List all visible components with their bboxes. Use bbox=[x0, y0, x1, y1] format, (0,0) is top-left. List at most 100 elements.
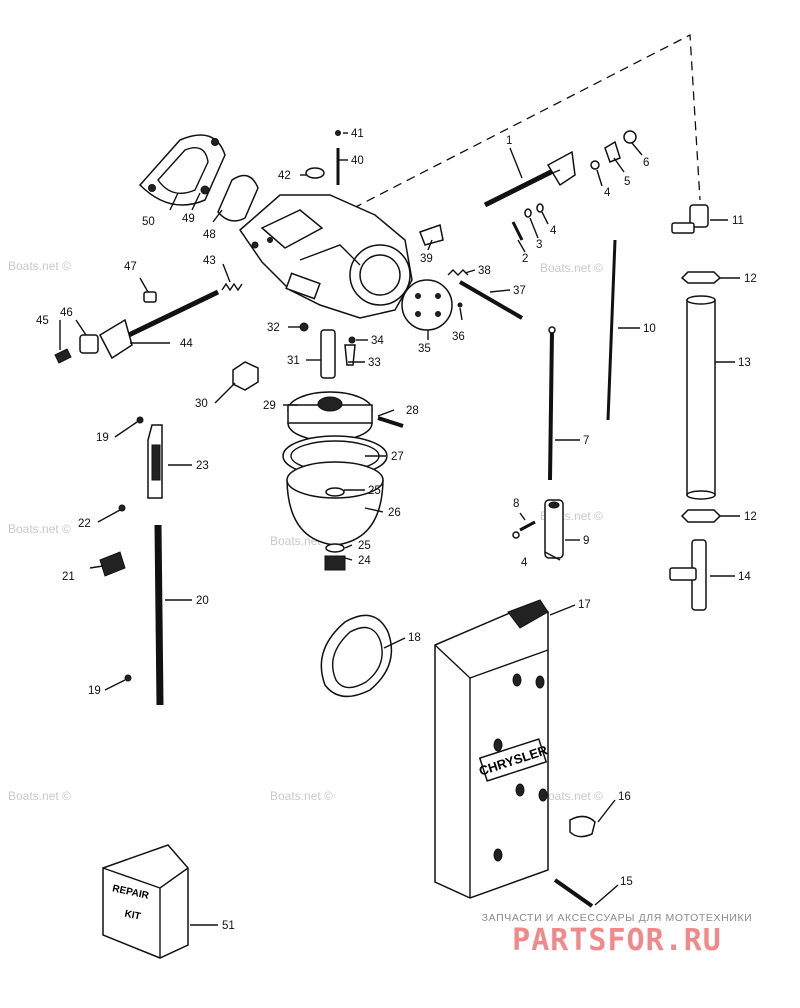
callout-25: 25 bbox=[368, 485, 381, 497]
watermark: Boats.net © bbox=[8, 789, 71, 803]
plate-48 bbox=[217, 174, 259, 222]
elbow-fitting-11 bbox=[671, 204, 709, 234]
callout-9: 9 bbox=[583, 535, 589, 547]
bushing-5 bbox=[604, 140, 621, 163]
callout-20: 20 bbox=[196, 595, 209, 607]
plug-42 bbox=[305, 167, 325, 179]
callout-24: 24 bbox=[358, 555, 371, 567]
callout-8: 8 bbox=[513, 498, 519, 510]
callout-12: 12 bbox=[744, 511, 757, 523]
spring-43 bbox=[221, 282, 243, 292]
callout-2: 2 bbox=[522, 253, 528, 265]
callout-25: 25 bbox=[358, 540, 371, 552]
callout-4: 4 bbox=[550, 225, 557, 237]
screw-37 bbox=[458, 280, 524, 320]
gasket-50 bbox=[138, 134, 226, 206]
watermark: Boats.net © bbox=[8, 522, 71, 536]
callout-11: 11 bbox=[732, 215, 744, 227]
callout-10: 10 bbox=[643, 323, 656, 335]
screw-36 bbox=[457, 302, 463, 308]
tee-fitting-14 bbox=[669, 539, 707, 611]
rod-7 bbox=[548, 329, 554, 481]
callout-39: 39 bbox=[420, 253, 433, 265]
clip-19b bbox=[124, 674, 132, 682]
float-29 bbox=[287, 391, 373, 442]
spring-38 bbox=[447, 269, 469, 276]
callout-27: 27 bbox=[391, 451, 404, 463]
watermark: Boats.net © bbox=[8, 259, 71, 273]
watermarks: Boats.net © Boats.net © Boats.net © Boat… bbox=[8, 259, 603, 803]
washer-25 bbox=[325, 487, 345, 497]
washer-41 bbox=[335, 130, 341, 136]
screw-32 bbox=[299, 322, 309, 332]
callout-15: 15 bbox=[620, 876, 633, 888]
screw-6 bbox=[623, 130, 637, 144]
callout-49: 49 bbox=[182, 213, 195, 225]
watermark: Boats.net © bbox=[540, 789, 603, 803]
callout-12: 12 bbox=[744, 273, 757, 285]
callout-26: 26 bbox=[388, 507, 401, 519]
partsfor-logo: PARTSFOR.RU bbox=[512, 923, 722, 958]
pin-8 bbox=[519, 520, 536, 532]
callout-38: 38 bbox=[478, 265, 491, 277]
callout-33: 33 bbox=[368, 357, 381, 369]
bushing-46 bbox=[79, 334, 99, 354]
callout-51: 51 bbox=[222, 920, 235, 932]
clamp-12b bbox=[680, 509, 722, 523]
cover-35 bbox=[401, 279, 453, 331]
clip-47 bbox=[143, 291, 157, 303]
washer-4c bbox=[512, 531, 520, 539]
watermark: Boats.net © bbox=[270, 789, 333, 803]
rod-10 bbox=[606, 239, 617, 421]
site-footer-logo: ЗАПЧАСТИ И АКСЕССУАРЫ ДЛЯ МОТОТЕХНИКИ PA… bbox=[452, 912, 782, 958]
callout-28: 28 bbox=[406, 405, 419, 417]
callout-41: 41 bbox=[351, 128, 364, 140]
hose-13 bbox=[686, 299, 716, 496]
callout-50: 50 bbox=[142, 216, 155, 228]
pin-28 bbox=[377, 416, 404, 428]
callout-30: 30 bbox=[195, 398, 208, 410]
clamp-12 bbox=[680, 271, 722, 284]
clip-21 bbox=[99, 551, 126, 577]
nut-30 bbox=[232, 361, 259, 391]
callout-46: 46 bbox=[60, 307, 73, 319]
callout-leaders bbox=[59, 132, 740, 926]
dashed-reference-line bbox=[339, 33, 701, 216]
washer-3 bbox=[524, 208, 532, 218]
callout-7: 7 bbox=[583, 435, 589, 447]
bowl-26 bbox=[286, 461, 384, 546]
callout-45: 45 bbox=[36, 315, 49, 327]
throttle-shaft bbox=[483, 150, 576, 208]
choke-shaft-44 bbox=[99, 289, 220, 360]
screw-49 bbox=[200, 185, 210, 195]
screw-15 bbox=[553, 878, 594, 908]
plug-16 bbox=[569, 815, 596, 838]
callout-34: 34 bbox=[371, 335, 384, 347]
callout-4: 4 bbox=[521, 557, 528, 569]
repair-kit-box-51: REPAIR KIT bbox=[102, 844, 189, 959]
callout-5: 5 bbox=[624, 176, 630, 188]
callout-6: 6 bbox=[643, 157, 649, 169]
jet-33 bbox=[344, 344, 356, 366]
callout-1: 1 bbox=[506, 135, 512, 147]
callout-32: 32 bbox=[267, 322, 280, 334]
washer-4 bbox=[536, 203, 544, 213]
cover-17: CHRYSLER bbox=[434, 599, 550, 899]
callout-36: 36 bbox=[452, 331, 465, 343]
callout-19: 19 bbox=[96, 432, 109, 444]
callout-22: 22 bbox=[78, 518, 91, 530]
washer-22 bbox=[118, 504, 126, 512]
washer-34 bbox=[348, 336, 356, 344]
screw-45 bbox=[54, 348, 72, 364]
rod-20 bbox=[154, 524, 164, 706]
footer-subtitle: ЗАПЧАСТИ И АКСЕССУАРЫ ДЛЯ МОТОТЕХНИКИ bbox=[481, 912, 753, 924]
connector-9 bbox=[544, 499, 564, 559]
callout-4: 4 bbox=[604, 187, 611, 199]
callout-14: 14 bbox=[738, 571, 751, 583]
callout-48: 48 bbox=[203, 229, 216, 241]
callout-23: 23 bbox=[196, 460, 209, 472]
callout-19: 19 bbox=[88, 685, 101, 697]
clip-19 bbox=[136, 416, 144, 424]
kit-label-line2: KIT bbox=[123, 909, 141, 923]
